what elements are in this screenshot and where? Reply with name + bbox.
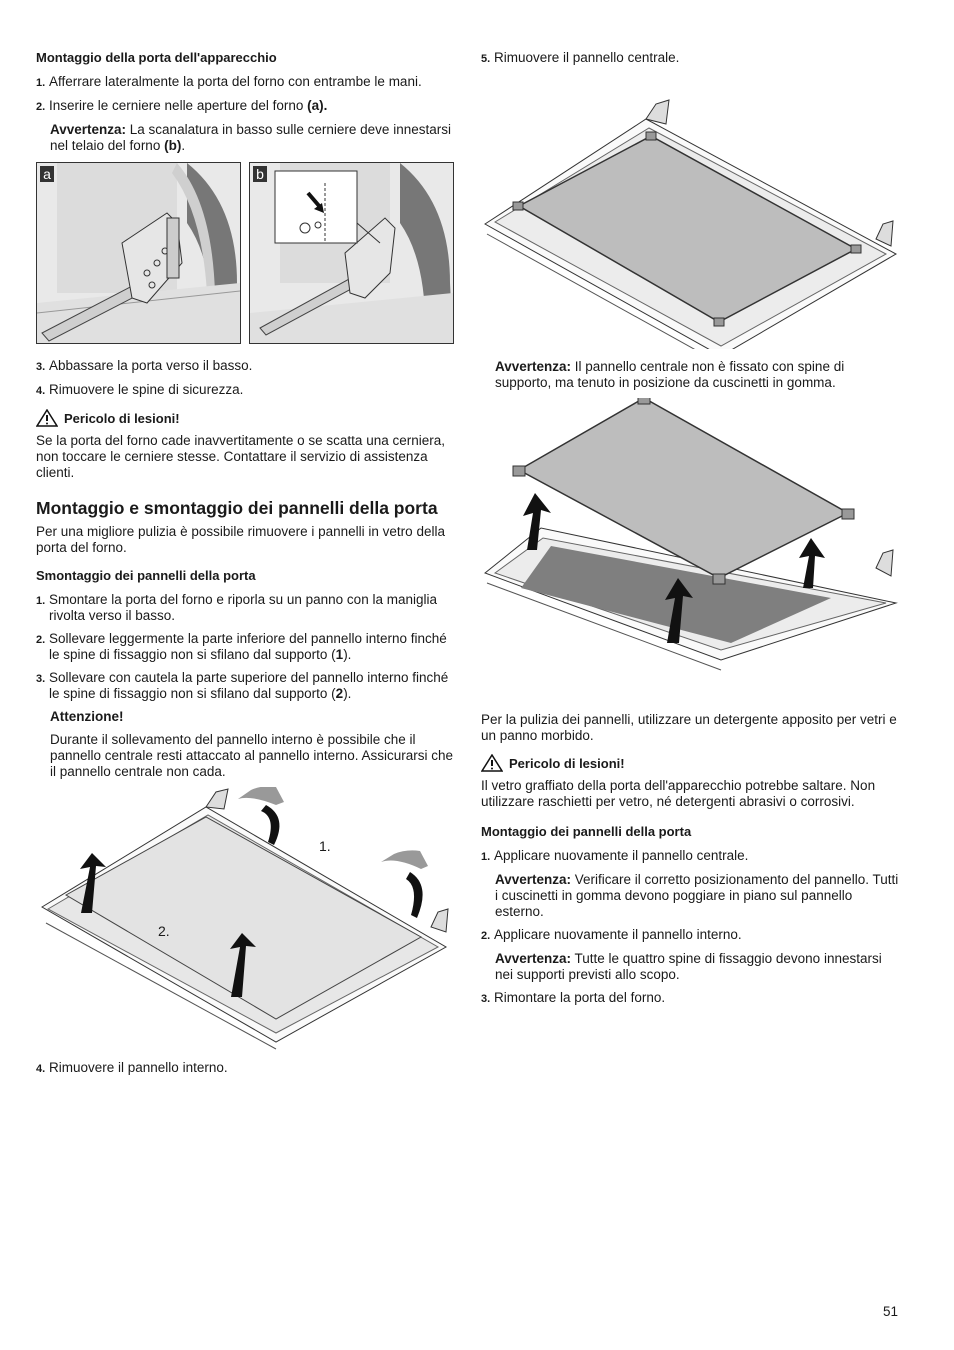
warning-injury-2: Pericolo di lesioni! bbox=[481, 754, 901, 772]
step-2: 2. Inserire le cerniere nelle aperture d… bbox=[36, 98, 328, 113]
note-pins: Avvertenza: Tutte le quattro spine di fi… bbox=[495, 951, 882, 982]
heading-assembly: Montaggio dei pannelli della porta bbox=[481, 824, 692, 839]
step-1: 1. Afferrare lateralmente la porta del f… bbox=[36, 74, 422, 89]
assembly-step-1: 1. Applicare nuovamente il pannello cent… bbox=[481, 848, 749, 863]
disassembly-step-2: 2. Sollevare leggermente la parte inferi… bbox=[36, 631, 447, 662]
attention-heading: Attenzione! bbox=[50, 709, 124, 724]
hinge-figures: a b bbox=[36, 162, 456, 344]
intro-panels: Per una migliore pulizia è possibile rim… bbox=[36, 524, 445, 555]
figure-middle-panel bbox=[481, 74, 901, 349]
figure-a: a bbox=[36, 162, 241, 344]
figure-step-1-label: 1. bbox=[319, 838, 331, 854]
step-3: 3. Abbassare la porta verso il basso. bbox=[36, 358, 253, 373]
disassembly-step-3: 3. Sollevare con cautela la parte superi… bbox=[36, 670, 449, 701]
heading-disassembly: Smontaggio dei pannelli della porta bbox=[36, 568, 256, 583]
figure-lift-middle-panel bbox=[481, 398, 901, 698]
figure-step-2-label: 2. bbox=[158, 923, 170, 939]
step-4: 4. Rimuovere le spine di sicurezza. bbox=[36, 382, 244, 397]
figure-label-b: b bbox=[253, 166, 267, 182]
right-column: 5. Rimuovere il pannello centrale. Avver… bbox=[481, 50, 901, 1014]
disassembly-step-1: 1. Smontare la porta del forno e riporla… bbox=[36, 592, 437, 623]
middle-panel-illustration bbox=[484, 99, 898, 349]
disassembly-step-5: 5. Rimuovere il pannello centrale. bbox=[481, 50, 680, 65]
page-number: 51 bbox=[882, 1304, 898, 1319]
warning-injury-1: Pericolo di lesioni! bbox=[36, 409, 456, 427]
warning-injury-1-text: Se la porta del forno cade inavvertitame… bbox=[36, 433, 445, 480]
attention-text: Durante il sollevamento del pannello int… bbox=[50, 732, 453, 779]
heading-door-assembly: Montaggio della porta dell'apparecchio bbox=[36, 50, 277, 65]
figure-inner-panel: 1. 2. bbox=[36, 787, 456, 1052]
figure-b: b bbox=[249, 162, 454, 344]
assembly-step-3: 3. Rimontare la porta del forno. bbox=[481, 990, 666, 1005]
figure-label-a: a bbox=[40, 166, 54, 182]
warning-injury-2-text: Il vetro graffiato della porta dell'appa… bbox=[481, 778, 876, 809]
cleaning-text: Per la pulizia dei pannelli, utilizzare … bbox=[481, 712, 897, 743]
left-column: Montaggio della porta dell'apparecchio 1… bbox=[36, 50, 456, 1084]
warning-triangle-icon bbox=[481, 754, 503, 772]
inner-panel-illustration bbox=[41, 787, 449, 1050]
note-middle-panel: Avvertenza: Il pannello centrale non è f… bbox=[495, 359, 845, 390]
disassembly-step-4: 4. Rimuovere il pannello interno. bbox=[36, 1060, 228, 1075]
note-positioning: Avvertenza: Verificare il corretto posiz… bbox=[495, 872, 899, 919]
warning-triangle-icon bbox=[36, 409, 58, 427]
assembly-step-2: 2. Applicare nuovamente il pannello inte… bbox=[481, 927, 742, 942]
hinge-illustration-a bbox=[37, 163, 240, 343]
lift-panel-illustration bbox=[483, 398, 898, 671]
hinge-illustration-b bbox=[250, 163, 453, 343]
heading-panels: Montaggio e smontaggio dei pannelli dell… bbox=[36, 498, 438, 518]
note-groove: Avvertenza: La scanalatura in basso sull… bbox=[50, 122, 451, 153]
